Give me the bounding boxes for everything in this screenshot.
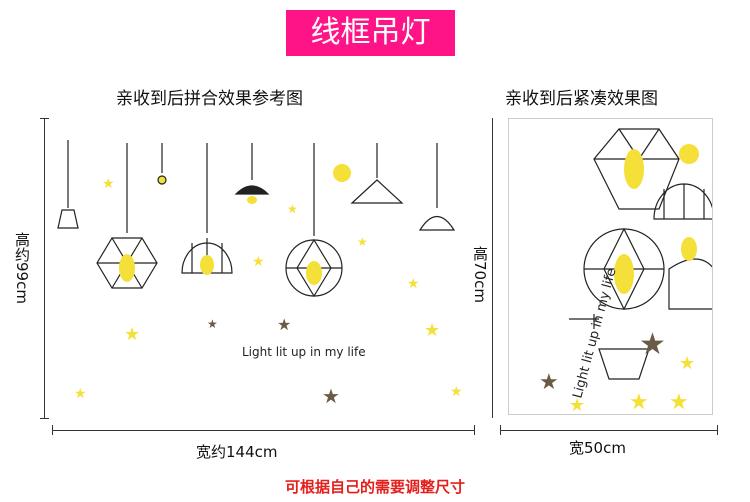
page-title: 线框吊灯: [286, 10, 455, 56]
svg-text:★: ★: [287, 202, 298, 216]
right-slogan: Light lit up in my life: [570, 267, 619, 400]
right-height-label: 高70cm: [470, 242, 491, 307]
svg-text:★: ★: [424, 320, 440, 341]
svg-text:★: ★: [277, 315, 291, 334]
svg-text:★: ★: [669, 390, 689, 415]
svg-text:★: ★: [74, 386, 87, 402]
dimension-tick: [474, 425, 475, 435]
dimension-tick: [500, 425, 501, 435]
right-width-label: 宽50cm: [569, 439, 626, 457]
dimension-tick: [717, 425, 718, 435]
dimension-tick: [40, 118, 49, 119]
width-dimension-line: [52, 430, 475, 431]
svg-text:★: ★: [407, 276, 420, 292]
left-height-label: 高约99cm: [12, 228, 33, 308]
svg-text:★: ★: [450, 384, 463, 400]
left-slogan: Light lit up in my life: [242, 345, 366, 359]
left-width-label: 宽约144cm: [196, 443, 278, 461]
dimension-tick: [52, 425, 53, 435]
dimension-tick: [40, 418, 49, 419]
svg-text:★: ★: [539, 370, 559, 395]
height-dimension-line: [44, 118, 45, 418]
adjust-size-note: 可根据自己的需要调整尺寸: [284, 478, 465, 496]
svg-text:★: ★: [207, 317, 218, 331]
svg-text:★: ★: [357, 235, 368, 249]
svg-text:★: ★: [322, 384, 340, 408]
svg-text:★: ★: [252, 254, 265, 270]
right-heading: 亲收到后紧凑效果图: [505, 89, 658, 109]
left-sticker-layout: ★ ★ ★ ★ ★ ★ ★ ★ ★ ★ ★ ★ Light lit up in my life: [57, 140, 463, 408]
svg-text:★: ★: [679, 353, 695, 374]
right-sticker-sheet: ★ ★ ★ ★ ★ ★ Light lit up in my life: [508, 118, 713, 415]
svg-text:★: ★: [102, 176, 115, 192]
width-dimension-line: [500, 430, 718, 431]
left-heading: 亲收到后拼合效果参考图: [116, 89, 303, 109]
svg-text:★: ★: [569, 395, 585, 415]
height-dimension-line: [492, 118, 493, 418]
svg-text:★: ★: [629, 390, 649, 415]
svg-text:★: ★: [124, 324, 140, 345]
svg-text:★: ★: [639, 327, 666, 362]
